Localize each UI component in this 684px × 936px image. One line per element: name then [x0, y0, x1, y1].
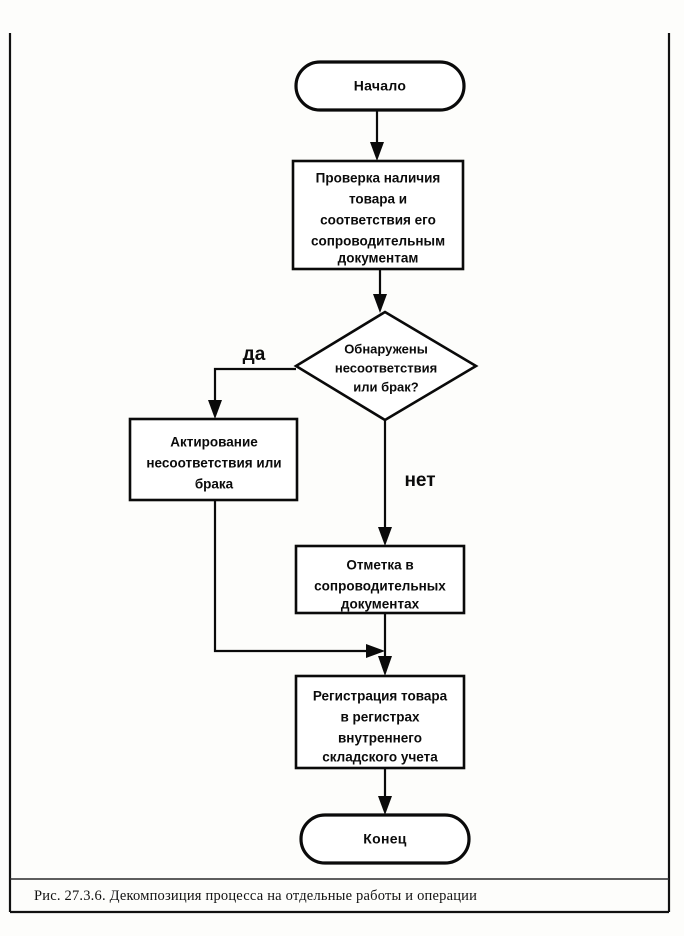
- node-start-label: Начало: [354, 78, 407, 94]
- node-start[interactable]: Начало: [294, 60, 466, 112]
- arrowhead-down: [378, 656, 392, 676]
- node-decision[interactable]: Обнаружены несоответствия или брак?: [293, 310, 479, 422]
- node-check-line-3: соответствия его: [320, 213, 436, 228]
- node-act[interactable]: Актирование несоответствия или брака: [128, 417, 299, 502]
- node-check-line-1: Проверка наличия: [316, 171, 441, 186]
- node-register-line-3: внутреннего: [338, 731, 422, 746]
- arrowhead-right: [366, 644, 385, 658]
- node-check-line-4: сопроводительным: [311, 234, 445, 249]
- arrowhead-down: [378, 796, 392, 815]
- node-mark-line-3: документах: [341, 597, 420, 612]
- edge-check-to-decision: [373, 269, 387, 313]
- node-register-line-4: складского учета: [322, 750, 438, 765]
- edge-mark-to-register: [378, 613, 392, 676]
- end-terminator-shape: [299, 813, 471, 865]
- node-mark[interactable]: Отметка в сопроводительных документах: [294, 544, 466, 615]
- arrowhead-down: [370, 142, 384, 161]
- node-register-line-1: Регистрация товара: [313, 689, 448, 704]
- edge-decision-to-act-yes: [208, 367, 296, 419]
- start-terminator-shape: [294, 60, 466, 112]
- arrowhead-down: [378, 527, 392, 546]
- node-mark-line-1: Отметка в: [346, 558, 413, 573]
- node-act-line-3: брака: [195, 477, 234, 492]
- node-decision-line-2: несоответствия: [335, 360, 437, 375]
- node-decision-line-1: Обнаружены: [344, 341, 428, 356]
- node-check[interactable]: Проверка наличия товара и соответствия е…: [291, 159, 465, 271]
- act-process-shape: [128, 417, 299, 502]
- node-act-line-2: несоответствия или: [146, 456, 281, 471]
- arrowhead-down: [373, 294, 387, 313]
- edge-act-to-merge: [213, 500, 385, 658]
- node-end-label: Конец: [363, 831, 407, 847]
- node-decision-line-3: или брак?: [353, 379, 419, 394]
- mark-process-shape: [294, 544, 466, 615]
- edge-start-to-check: [370, 110, 384, 161]
- node-check-line-2: товара и: [349, 192, 407, 207]
- edge-decision-to-mark-no: [378, 420, 392, 546]
- node-act-line-1: Актирование: [170, 435, 258, 450]
- branch-label-no: нет: [404, 470, 435, 491]
- node-check-line-5: документам: [338, 251, 419, 266]
- node-mark-line-2: сопроводительных: [314, 579, 446, 594]
- node-register-line-2: в регистрах: [340, 710, 420, 725]
- figure-caption: Рис. 27.3.6. Декомпозиция процесса на от…: [34, 888, 478, 904]
- arrowhead-down: [208, 400, 222, 419]
- check-process-shape: [291, 159, 465, 271]
- node-register[interactable]: Регистрация товара в регистрах внутренне…: [294, 674, 466, 770]
- register-process-shape: [294, 674, 466, 770]
- decision-diamond-shape: [293, 310, 479, 422]
- edge-register-to-end: [378, 768, 392, 815]
- node-end[interactable]: Конец: [299, 813, 471, 865]
- branch-label-yes: да: [243, 344, 266, 365]
